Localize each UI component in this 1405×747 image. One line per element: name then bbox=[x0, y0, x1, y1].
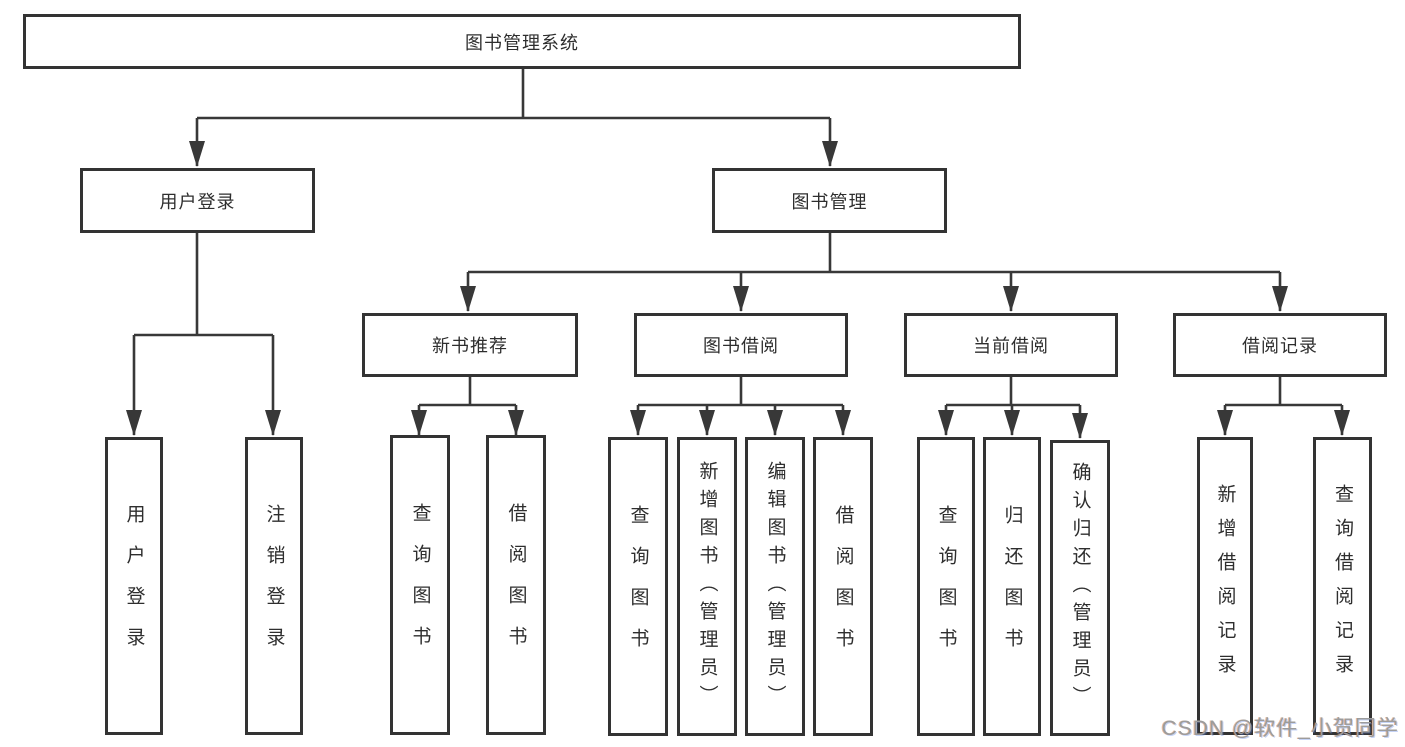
node-user-login: 用户登录 bbox=[105, 437, 163, 735]
node-br-query-record-label: 查询借阅记录 bbox=[1332, 484, 1353, 688]
node-book-management-label: 图书管理 bbox=[791, 191, 868, 212]
node-bb-borrow-books-label: 借阅图书 bbox=[832, 504, 854, 669]
node-current-borrow-label: 当前借阅 bbox=[973, 336, 1049, 356]
node-cb-query-books-label: 查询图书 bbox=[935, 504, 957, 669]
node-cb-return-books-label: 归还图书 bbox=[1001, 504, 1023, 669]
node-cb-return-books: 归还图书 bbox=[983, 437, 1041, 736]
node-logout-login-label: 注销登录 bbox=[263, 504, 285, 668]
node-bb-query-books: 查询图书 bbox=[608, 437, 668, 736]
node-nb-query-books-label: 查询图书 bbox=[409, 503, 431, 667]
node-br-query-record: 查询借阅记录 bbox=[1313, 437, 1372, 735]
node-book-borrow: 图书借阅 bbox=[634, 313, 848, 377]
node-cb-query-books: 查询图书 bbox=[917, 437, 975, 736]
node-cb-confirm-return-admin: 确认归还（管理员） bbox=[1050, 440, 1110, 736]
node-user-login-branch-label: 用户登录 bbox=[159, 191, 236, 212]
node-bb-add-books-admin-label: 新增图书（管理员） bbox=[696, 460, 718, 713]
node-bb-add-books-admin: 新增图书（管理员） bbox=[677, 437, 737, 736]
node-user-login-branch: 用户登录 bbox=[80, 168, 315, 233]
node-borrow-records: 借阅记录 bbox=[1173, 313, 1387, 377]
node-nb-borrow-books-label: 借阅图书 bbox=[505, 503, 527, 667]
node-book-management: 图书管理 bbox=[712, 168, 947, 233]
node-cb-confirm-return-admin-label: 确认归还（管理员） bbox=[1069, 462, 1091, 714]
node-nb-query-books: 查询图书 bbox=[390, 435, 450, 735]
node-book-borrow-label: 图书借阅 bbox=[703, 336, 779, 356]
node-new-book-recommend-label: 新书推荐 bbox=[432, 336, 508, 356]
node-current-borrow: 当前借阅 bbox=[904, 313, 1118, 377]
node-br-add-record-label: 新增借阅记录 bbox=[1214, 484, 1236, 688]
node-br-add-record: 新增借阅记录 bbox=[1197, 437, 1253, 735]
node-root: 图书管理系统 bbox=[23, 14, 1021, 69]
node-bb-query-books-label: 查询图书 bbox=[627, 504, 649, 669]
node-logout-login: 注销登录 bbox=[245, 437, 303, 735]
node-root-label: 图书管理系统 bbox=[465, 32, 579, 53]
node-nb-borrow-books: 借阅图书 bbox=[486, 435, 546, 735]
node-bb-edit-books-admin: 编辑图书（管理员） bbox=[745, 437, 805, 736]
node-user-login-label: 用户登录 bbox=[123, 504, 145, 668]
csdn-watermark: CSDN @软件_小贺同学 bbox=[1161, 717, 1399, 740]
node-new-book-recommend: 新书推荐 bbox=[362, 313, 578, 377]
node-bb-edit-books-admin-label: 编辑图书（管理员） bbox=[764, 460, 786, 713]
node-bb-borrow-books: 借阅图书 bbox=[813, 437, 873, 736]
node-borrow-records-label: 借阅记录 bbox=[1242, 336, 1318, 356]
